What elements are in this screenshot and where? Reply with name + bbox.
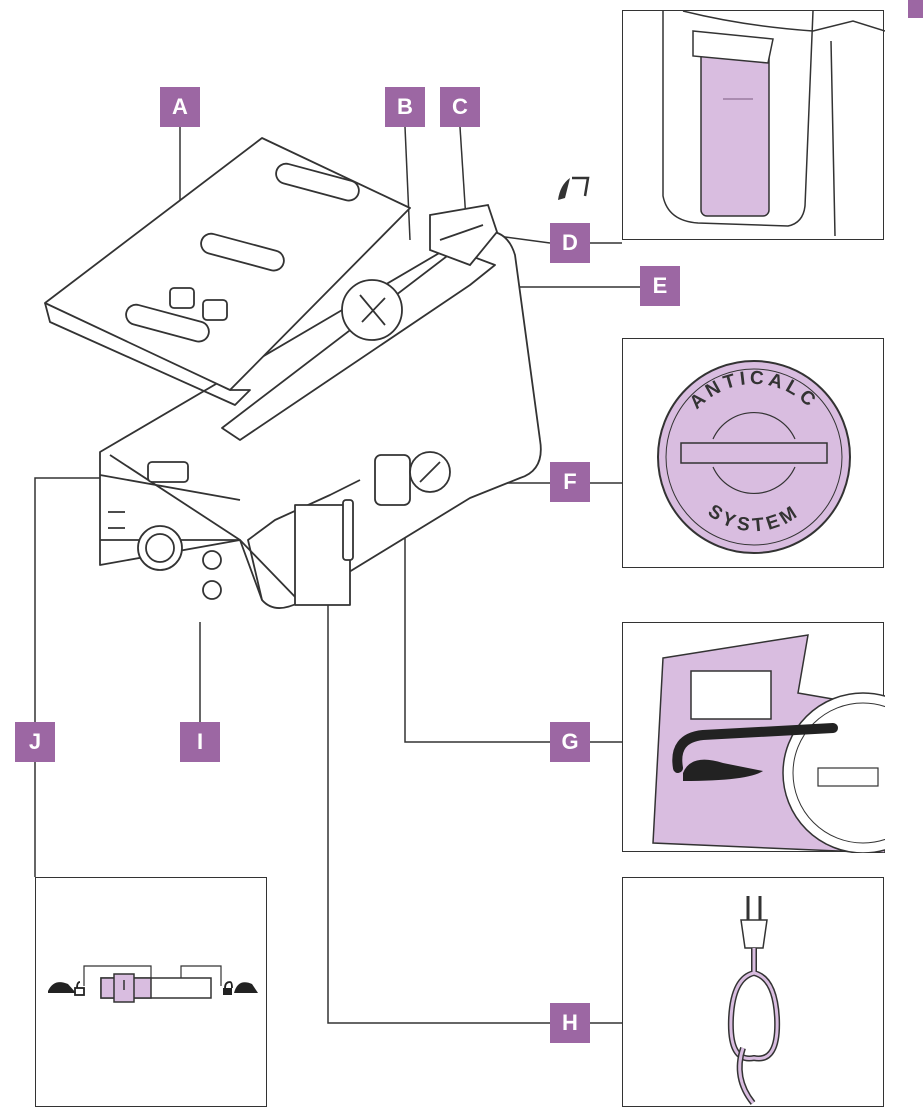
water-tank-lid <box>44 137 411 406</box>
detail-panel-anticalc: ANTICALC SYSTEM <box>622 338 884 568</box>
lock-slider-icon <box>48 965 258 1003</box>
anticalc-badge: ANTICALC SYSTEM <box>657 360 851 554</box>
detail-panel-iron-lock <box>622 622 885 853</box>
callout-label-h: H <box>550 1003 590 1043</box>
callout-label-j: J <box>15 722 55 762</box>
callout-label-d: D <box>550 223 590 263</box>
water-tank-detail <box>662 11 885 237</box>
callout-label-e: E <box>640 266 680 306</box>
callout-label-a: A <box>160 87 200 127</box>
iron-lock-icon <box>652 634 885 853</box>
steam-generator-illustration <box>99 230 542 609</box>
callout-label-i: I <box>180 722 220 762</box>
detail-panel-power-plug <box>622 877 884 1107</box>
detail-panel-lock-slider <box>35 877 267 1107</box>
page-corner-tab <box>908 0 923 18</box>
tank-handle <box>429 203 499 267</box>
power-plug-icon <box>727 896 781 1105</box>
callout-label-b: B <box>385 87 425 127</box>
callout-label-g: G <box>550 722 590 762</box>
water-tank-icon <box>558 176 590 200</box>
detail-panel-water-tank <box>622 10 885 240</box>
callout-label-f: F <box>550 462 590 502</box>
callout-label-c: C <box>440 87 480 127</box>
